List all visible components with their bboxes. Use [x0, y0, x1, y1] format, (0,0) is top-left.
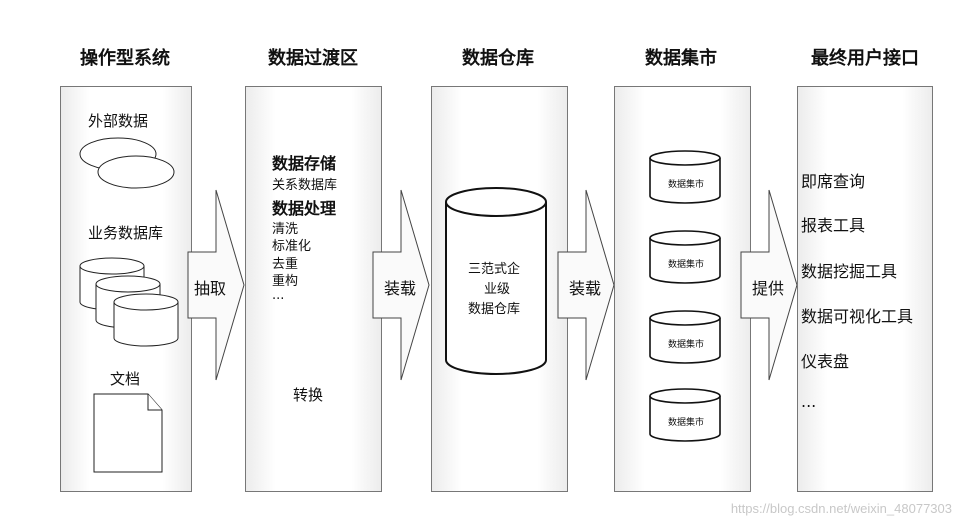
- panel-staging: [245, 86, 382, 492]
- title-user-interface: 最终用户接口: [811, 48, 919, 69]
- user-interface-item: ...: [801, 392, 817, 411]
- datamart-label: 数据集市: [668, 260, 705, 270]
- datamart-cylinder-icon: [649, 388, 721, 442]
- user-interface-item: 数据可视化工具: [801, 307, 914, 326]
- arrow-load-1-label: 装载: [383, 279, 416, 298]
- panel-user-interface: [797, 86, 933, 492]
- external-data-ellipses-icon: [79, 137, 175, 189]
- title-staging: 数据过渡区: [268, 48, 358, 69]
- document-icon: [93, 393, 163, 473]
- title-warehouse: 数据仓库: [462, 48, 534, 69]
- business-db-label: 业务数据库: [88, 224, 164, 242]
- processing-step: 重构: [272, 274, 299, 289]
- title-operational: 操作型系统: [80, 48, 170, 69]
- user-interface-item: 报表工具: [801, 216, 866, 235]
- documents-label: 文档: [110, 370, 141, 388]
- arrow-load-2-label: 装载: [568, 279, 601, 298]
- warehouse-line: 数据仓库: [468, 302, 521, 317]
- watermark: https://blog.csdn.net/weixin_48077303: [730, 501, 952, 516]
- user-interface-item: 即席查询: [801, 172, 866, 191]
- processing-step: 清洗: [272, 222, 299, 237]
- arrow-load-2: [557, 189, 615, 381]
- datamart-cylinder-icon: [649, 230, 721, 284]
- user-interface-item: 数据挖掘工具: [801, 262, 898, 281]
- processing-step: 标准化: [272, 239, 312, 254]
- datamart-label: 数据集市: [668, 418, 705, 428]
- arrow-load-1: [372, 189, 430, 381]
- datamart-label: 数据集市: [668, 340, 705, 350]
- datamart-label: 数据集市: [668, 180, 705, 190]
- business-db-cylinders-icon: [79, 257, 179, 347]
- relational-db-label: 关系数据库: [272, 178, 338, 193]
- storage-heading: 数据存储: [272, 154, 337, 173]
- arrow-provide-label: 提供: [751, 279, 784, 298]
- warehouse-line: 三范式企: [468, 262, 521, 277]
- warehouse-line: 业级: [484, 282, 511, 297]
- processing-step: 去重: [272, 257, 299, 272]
- datamart-cylinder-icon: [649, 150, 721, 204]
- transform-label: 转换: [293, 386, 324, 404]
- warehouse-cylinder-icon: [445, 187, 547, 375]
- processing-heading: 数据处理: [272, 199, 337, 218]
- user-interface-item: 仪表盘: [801, 352, 850, 371]
- title-datamart: 数据集市: [645, 48, 717, 69]
- datamart-cylinder-icon: [649, 310, 721, 364]
- arrow-extract: [187, 189, 245, 381]
- external-data-label: 外部数据: [88, 112, 149, 130]
- arrow-extract-label: 抽取: [193, 279, 226, 298]
- processing-step: ...: [272, 288, 285, 303]
- arrow-provide: [740, 189, 798, 381]
